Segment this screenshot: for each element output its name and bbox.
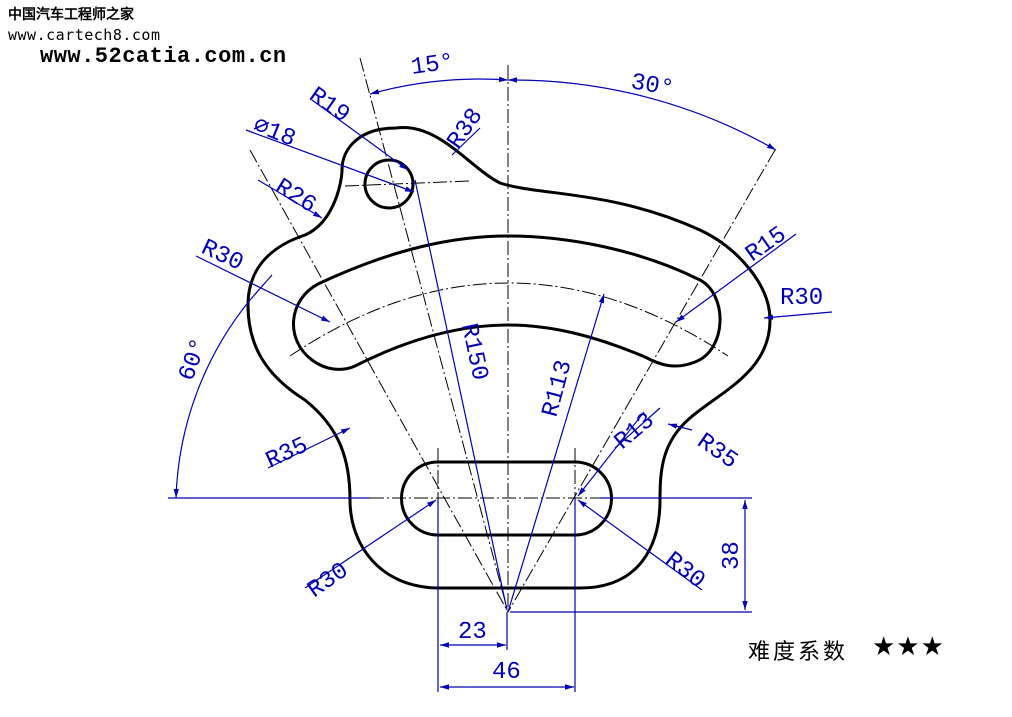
watermark-catia-url: www.52catia.com.cn [40, 44, 287, 69]
difficulty-stars: ★★★ [872, 632, 945, 662]
dim-r19: R19 [303, 82, 354, 129]
dim-r30-lower-right: R30 [659, 547, 710, 595]
dim-r35-right: R35 [691, 428, 742, 475]
dimension-lines [168, 76, 833, 692]
dim-r30-right: R30 [780, 285, 823, 312]
dim-r113: R113 [538, 357, 579, 420]
dim-46: 46 [492, 659, 521, 686]
dim-r30-upper-left: R30 [197, 235, 248, 278]
dim-38: 38 [719, 541, 746, 570]
curved-slot [291, 234, 722, 371]
dim-angle-15: 15° [409, 49, 456, 82]
dim-r35-left: R35 [262, 433, 313, 476]
difficulty-label: 难度系数 [748, 640, 849, 665]
dim-angle-60: 60° [174, 335, 214, 385]
dim-r15: R15 [741, 222, 792, 269]
dim-r150: R150 [454, 321, 492, 383]
dim-r30-lower-left: R30 [303, 558, 354, 605]
centerlines [249, 57, 776, 613]
dim-angle-30: 30° [629, 69, 676, 103]
part-outline [246, 126, 772, 590]
dimension-labels: 15° 30° 60° R19 ∅18 R38 R26 R30 R15 R30 … [174, 49, 823, 686]
watermark-site-cn: 中国汽车工程师之家 [8, 7, 134, 23]
watermark-site-url: www.cartech8.com [8, 26, 161, 44]
dim-23: 23 [458, 619, 487, 646]
small-hole [363, 158, 415, 210]
